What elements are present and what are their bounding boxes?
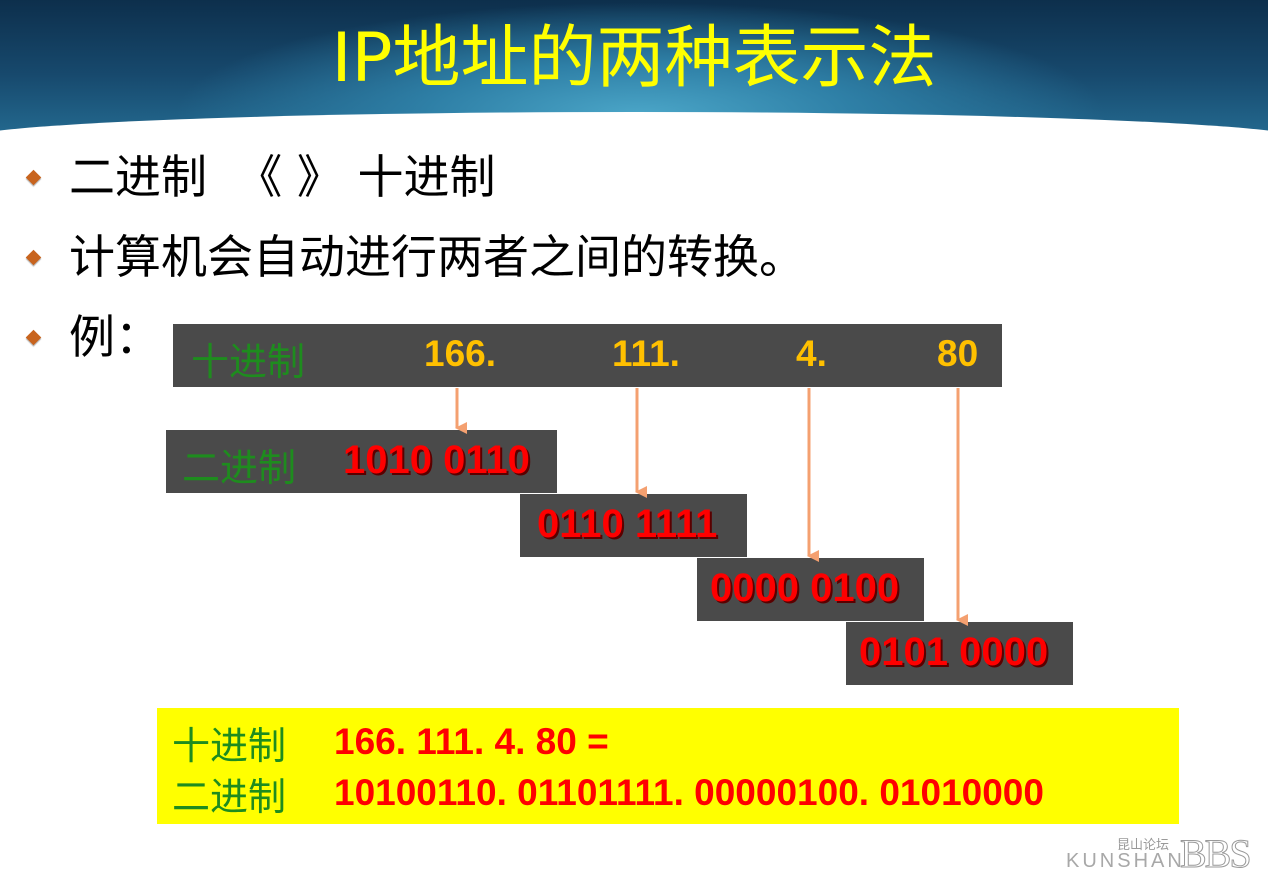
binary-box-3: 0000 0100 <box>697 558 924 621</box>
decimal-octet-2: 111. <box>612 333 680 374</box>
summary-binary-value: 10100110. 01101111. 00000100. 01010000 <box>334 772 1044 813</box>
decimal-octet-4: 80 <box>937 333 979 374</box>
binary-box-1: 二进制 1010 0110 <box>166 430 557 493</box>
binary-octet-4: 0101 0000 <box>859 630 1049 674</box>
title-banner: IP地址的两种表示法 <box>0 0 1268 135</box>
watermark-kunshan: KUNSHAN <box>1066 850 1185 872</box>
summary-box: 十进制 166. 111. 4. 80 = 二进制 10100110. 0110… <box>157 708 1179 824</box>
summary-decimal-line: 十进制 166. 111. 4. 80 = <box>172 717 609 768</box>
summary-binary-label: 二进制 <box>172 774 287 819</box>
binary-box-4: 0101 0000 <box>846 622 1073 685</box>
bullet-text: 例： <box>69 310 161 364</box>
decimal-octet-3: 4. <box>796 333 827 374</box>
bullet-item-1: 二进制 《 》 十进制 <box>22 142 496 212</box>
summary-decimal-label: 十进制 <box>172 723 287 768</box>
kunshan-bbs-watermark: 昆山论坛 KUNSHAN BBS <box>1062 831 1262 877</box>
bullet-item-3: 例： <box>22 302 161 372</box>
binary-octet-2: 0110 1111 <box>537 502 718 546</box>
binary-octet-1: 1010 0110 <box>343 438 530 482</box>
bullet-text: 计算机会自动进行两者之间的转换。 <box>69 230 805 284</box>
slide-title: IP地址的两种表示法 <box>331 19 937 98</box>
watermark-bbs: BBS <box>1180 831 1253 877</box>
bullet-text: 二进制 《 》 十进制 <box>69 150 496 204</box>
binary-box-2: 0110 1111 <box>520 494 747 557</box>
bullet-item-2: 计算机会自动进行两者之间的转换。 <box>22 222 805 292</box>
binary-label: 二进制 <box>182 446 297 490</box>
binary-octet-3: 0000 0100 <box>710 566 900 610</box>
summary-binary-line: 二进制 10100110. 01101111. 00000100. 010100… <box>172 768 1044 819</box>
watermark-chinese: 昆山论坛 <box>1117 838 1170 853</box>
decimal-octet-1: 166. <box>424 333 497 374</box>
decimal-row-box: 十进制 166. 111. 4. 80 <box>173 324 1002 387</box>
decimal-label: 十进制 <box>191 340 306 384</box>
summary-decimal-value: 166. 111. 4. 80 = <box>334 721 609 762</box>
